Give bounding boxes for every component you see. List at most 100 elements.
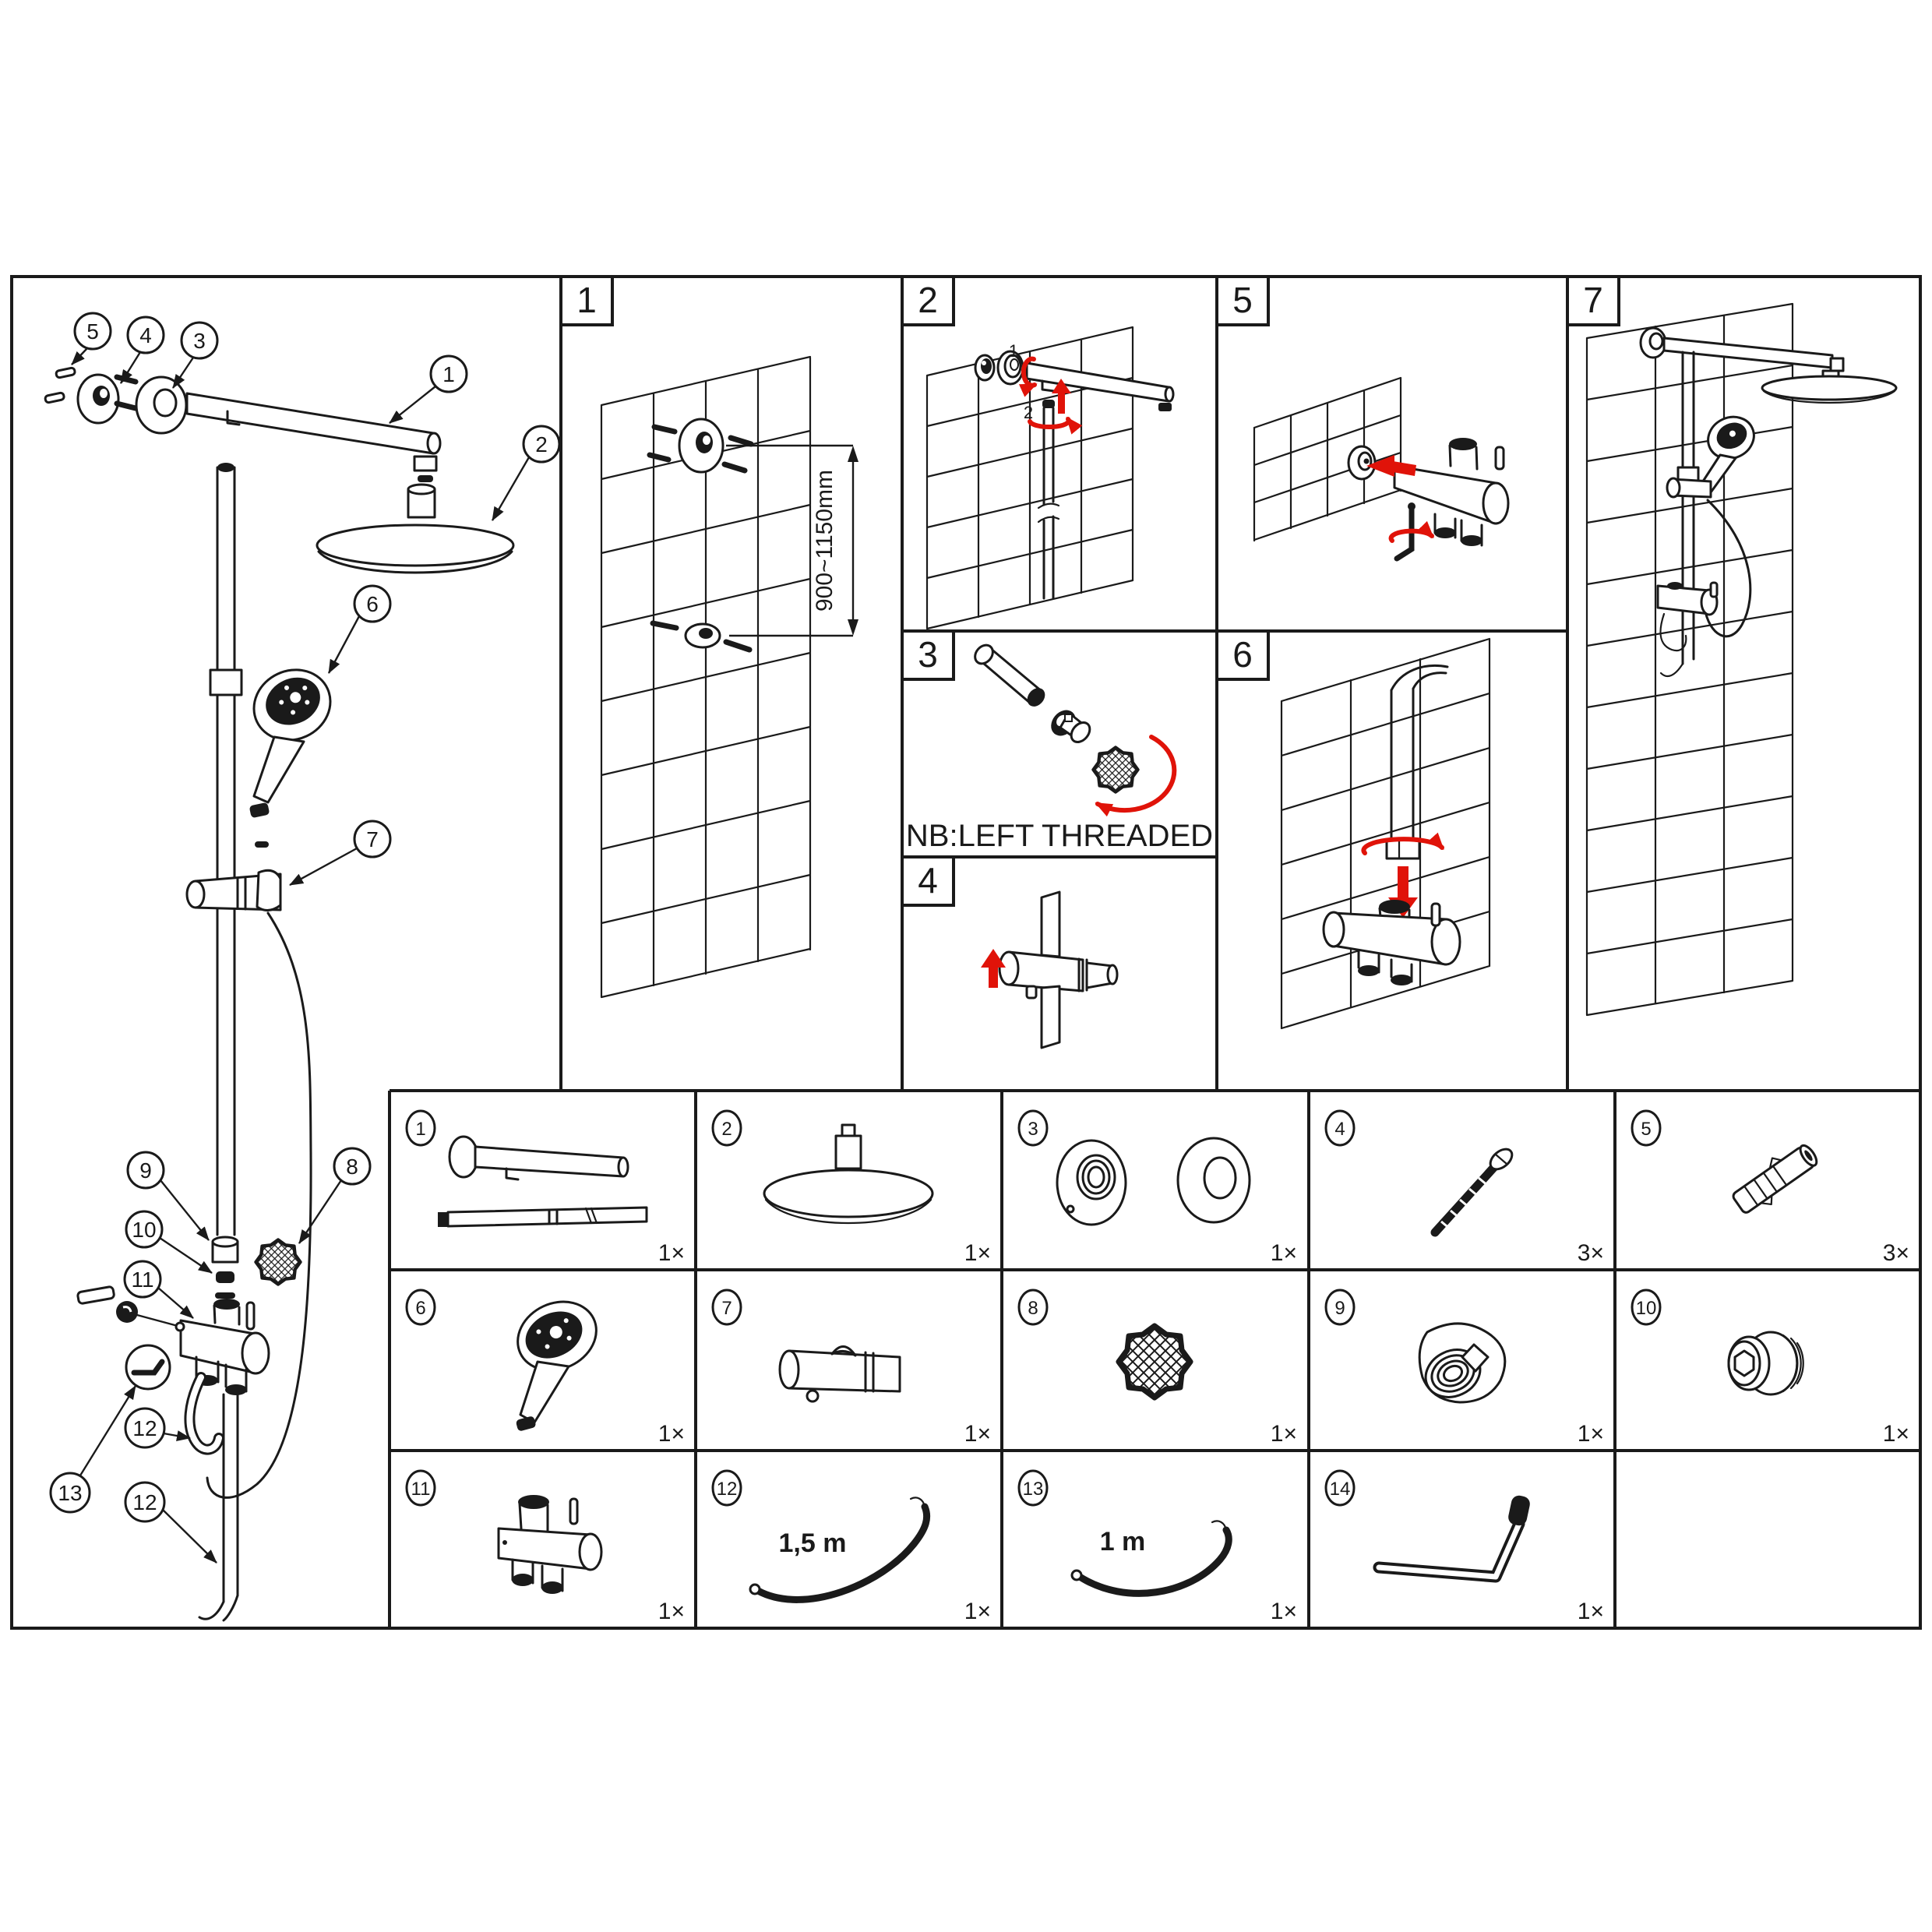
allen-key-in-circle-icon (125, 1344, 171, 1391)
assembled-shower (1639, 326, 1898, 678)
callout-10: 10 (132, 1218, 156, 1242)
part-icon-rain-head (763, 1123, 934, 1225)
part-icon-shower-arm (438, 1135, 648, 1228)
part-icon-threaded-adapter (1727, 1331, 1804, 1396)
step-5-number: 5 (1232, 280, 1253, 320)
callout-13: 13 (58, 1481, 82, 1505)
callout-6: 6 (366, 592, 379, 616)
part-6-number: 6 (415, 1298, 425, 1319)
callout-9: 9 (139, 1158, 152, 1183)
rotate-ellipse (1361, 832, 1444, 855)
exploded-view: 5 4 3 1 2 6 7 9 10 11 8 13 12 12 (44, 312, 561, 1622)
part-3-qty: 1× (1271, 1240, 1297, 1266)
riser-pipe (1385, 665, 1449, 860)
rotate-ellipse (1028, 416, 1083, 435)
part-10-number: 10 (1636, 1298, 1657, 1319)
wall-outlet (1347, 445, 1377, 481)
dimension-label: 900~1150mm (812, 470, 837, 612)
part-3-number: 3 (1028, 1119, 1038, 1140)
callout-7: 7 (366, 827, 379, 851)
supply-pipe-icon (198, 1393, 239, 1622)
callout-4: 4 (139, 323, 152, 347)
tile-wall (1280, 637, 1491, 1030)
step-4-panel (981, 890, 1119, 1049)
wall-outlet (974, 350, 1024, 386)
knob-piece (1091, 746, 1140, 794)
allen-key (1388, 502, 1434, 562)
part-cell-1: 1 1× (405, 1109, 685, 1266)
callout-3: 3 (193, 329, 206, 353)
part-cell-7: 7 1× (711, 1289, 991, 1447)
hand-shower-handle (252, 735, 305, 804)
part-13-qty: 1× (1271, 1599, 1297, 1624)
part-12-number: 12 (717, 1479, 738, 1500)
part-1-number: 1 (415, 1119, 425, 1140)
tile-wall (1585, 302, 1794, 1017)
part-8-number: 8 (1028, 1298, 1038, 1319)
rotate-arrow (1018, 356, 1038, 397)
hand-shower-icon (252, 668, 332, 742)
part-icon-hose-long: 1,5 m (749, 1497, 931, 1603)
part-10-qty: 1× (1883, 1421, 1909, 1447)
panel-borders (10, 275, 1922, 1630)
part-8-qty: 1× (1271, 1421, 1297, 1447)
up-arrow (981, 949, 1006, 988)
step2-sub-2: 2 (1024, 403, 1033, 422)
callout-12a: 12 (132, 1416, 157, 1440)
callout-8: 8 (346, 1155, 358, 1179)
dimension: 900~1150mm (726, 444, 858, 637)
slider-on-rail (998, 890, 1119, 1049)
part-icon-allen-key (1373, 1495, 1530, 1583)
nut-stack (211, 1236, 239, 1299)
step-5-panel (1253, 376, 1510, 562)
step-1-panel: 900~1150mm (600, 355, 858, 999)
step-headers: 1 2 3 4 5 6 7 (559, 275, 1620, 907)
hose-length-label: 1 m (1100, 1527, 1146, 1557)
part-cell-13: 13 1× 1 m (1017, 1469, 1297, 1624)
hand-shower-tip (249, 802, 270, 818)
cover-ring-icon (135, 375, 188, 435)
flange-icon (76, 373, 139, 425)
hose-oring (255, 841, 269, 848)
part-cell-12: 12 1× 1,5 m (711, 1469, 991, 1624)
callout-12b: 12 (132, 1490, 157, 1514)
part-14-qty: 1× (1578, 1599, 1604, 1624)
push-arrow (1366, 455, 1416, 477)
callout-11: 11 (131, 1267, 153, 1292)
step-7-number: 7 (1583, 280, 1603, 320)
slider-bracket-icon (185, 869, 282, 911)
hose-j-fill (186, 1374, 222, 1453)
step-3-number: 3 (918, 634, 938, 675)
part-cell-5: 5 3× (1631, 1109, 1909, 1266)
part-2-qty: 1× (964, 1240, 991, 1266)
part-9-number: 9 (1334, 1298, 1345, 1319)
upper-flange-mark (647, 418, 754, 474)
part-12-qty: 1× (964, 1599, 991, 1624)
step-4-number: 4 (918, 860, 938, 901)
callout-5: 5 (86, 319, 99, 344)
part-icon-knob (1116, 1323, 1193, 1401)
part-5-number: 5 (1641, 1119, 1651, 1140)
part-icon-wall-flange (1056, 1137, 1251, 1226)
part-icon-wall-plug (1732, 1144, 1818, 1214)
tile-wall (925, 326, 1134, 630)
adapter-piece (1051, 710, 1091, 744)
part-7-qty: 1× (964, 1421, 991, 1447)
part-cell-11: 11 1× (405, 1469, 685, 1624)
rain-head-icon (316, 483, 515, 574)
part-cell-2: 2 1× (711, 1109, 991, 1266)
hex-screw-icon (76, 1285, 185, 1332)
parts-table: 1 1× 2 1× 3 1× (405, 1109, 1909, 1624)
part-cell-10: 10 1× (1631, 1289, 1909, 1447)
part-4-qty: 3× (1578, 1240, 1604, 1266)
part-cell-3: 3 1× (1017, 1109, 1297, 1266)
part-icon-hand-shower (516, 1300, 598, 1431)
step-2-number: 2 (918, 280, 938, 320)
step-3-panel: NB:LEFT THREADED (906, 643, 1213, 853)
part-13-number: 13 (1023, 1479, 1044, 1500)
part-11-qty: 1× (658, 1599, 685, 1624)
knob-icon (254, 1238, 302, 1286)
tile-wall (1253, 376, 1402, 542)
diverter-body (1393, 438, 1510, 547)
